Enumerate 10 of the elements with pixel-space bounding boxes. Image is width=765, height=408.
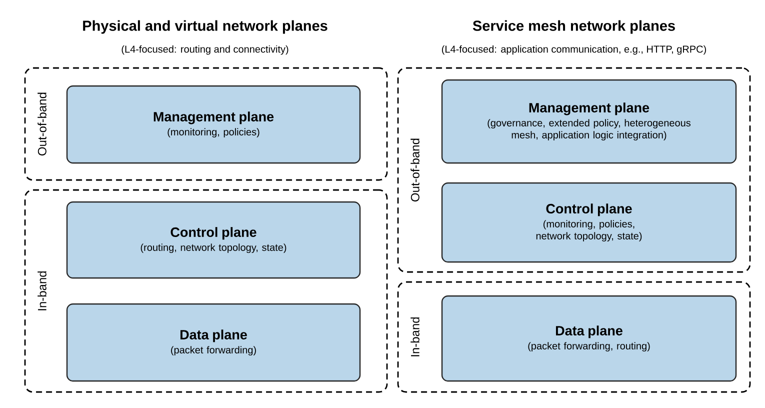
heading: Service mesh network planes <box>472 20 675 34</box>
plane-box: Data plane (packet forwarding, routing) <box>441 295 737 382</box>
plane-box: Control plane (monitoring, policies, network topology, state) <box>441 182 737 263</box>
plane-box: Data plane (packet forwarding) <box>66 303 361 382</box>
plane-box: Management plane (monitoring, policies) <box>66 85 361 164</box>
subheading: (L4-focused: routing and connectivity) <box>122 45 288 55</box>
plane-box: Control plane (routing, network topology, state) <box>66 201 361 279</box>
heading: Physical and virtual network planes <box>83 20 328 34</box>
subheading: (L4-focused: application communication, e.g., HTTP, gRPC) <box>442 45 706 55</box>
plane-box: Management plane (governance, extended policy, heterogeneous mesh, application logic integration) <box>441 79 737 164</box>
